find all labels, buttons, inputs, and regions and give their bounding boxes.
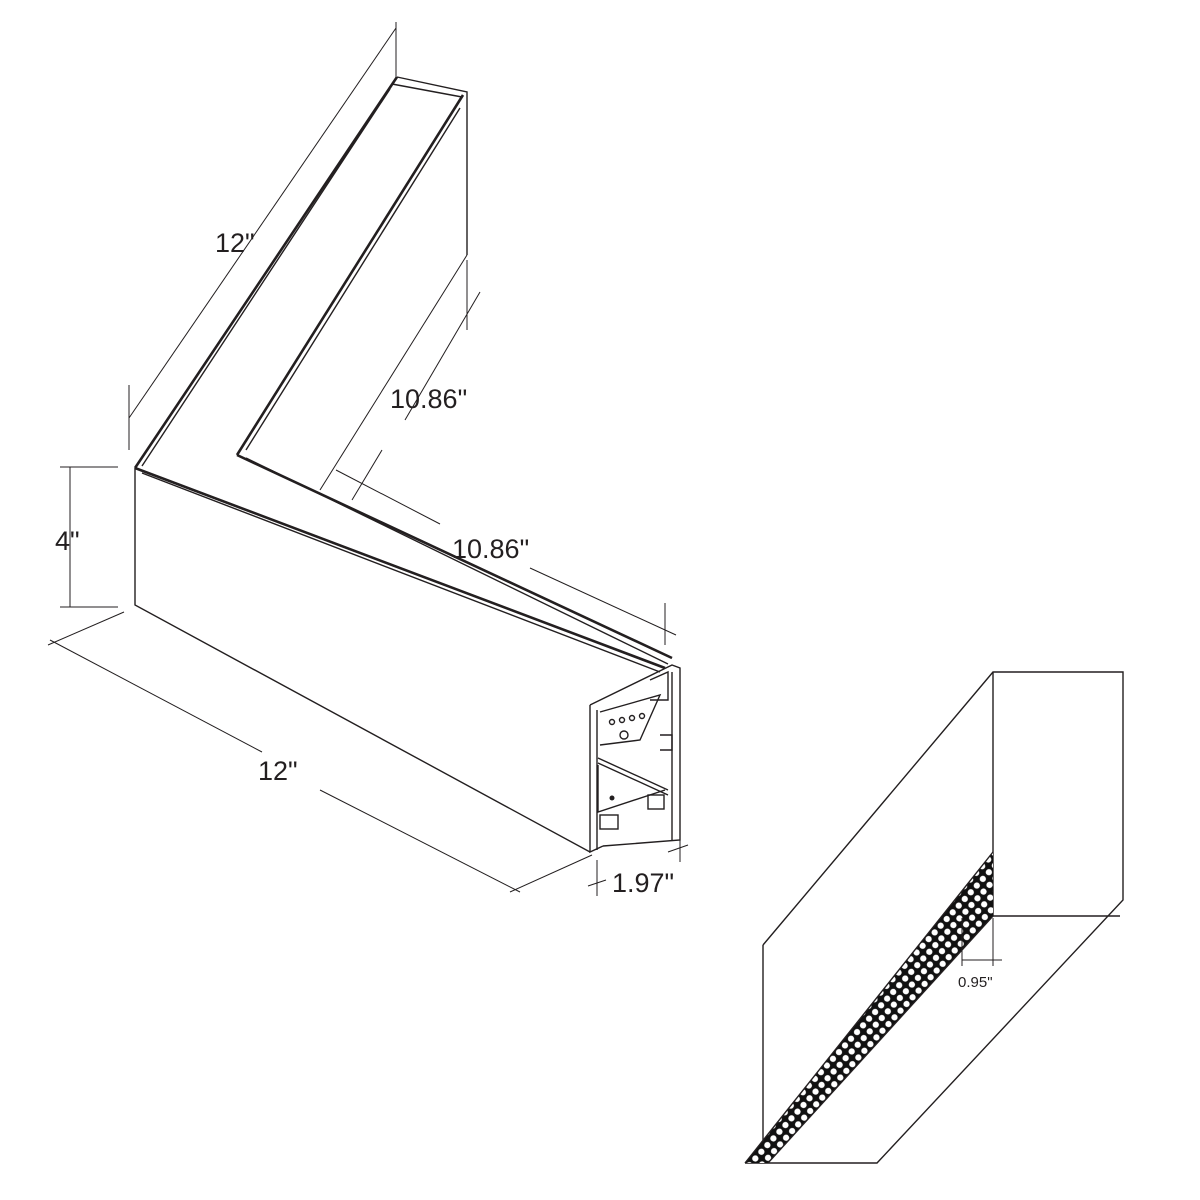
top-arm-inner-edge [235,94,465,456]
dimension-lines [47,22,689,896]
top-arm-outer-edge [133,76,399,469]
l-corner-fixture [133,76,681,854]
dim-label-inner-top: 10.86" [390,384,467,414]
dim-label-top-arm: 12" [215,228,255,258]
side-arm-inner-edge-2 [245,457,669,665]
side-arm-top-edge-2 [141,472,661,673]
front-face [134,468,591,853]
dim-label-width: 1.97" [612,868,674,898]
perforated-lens-detail [744,671,1124,1164]
end-profile [589,664,681,854]
top-arm-inner-edge-2 [245,107,461,451]
dim-label-inner-side: 10.86" [452,534,529,564]
dim-label-side-arm: 12" [258,756,298,786]
top-arm-end-cap [396,76,468,255]
dim-label-height: 4" [55,526,80,556]
dim-label-lens-width: 0.95" [958,974,993,991]
side-arm-outer-edge [134,466,666,670]
top-arm-outer-edge-2 [141,88,391,467]
top-arm-lip [391,83,463,98]
